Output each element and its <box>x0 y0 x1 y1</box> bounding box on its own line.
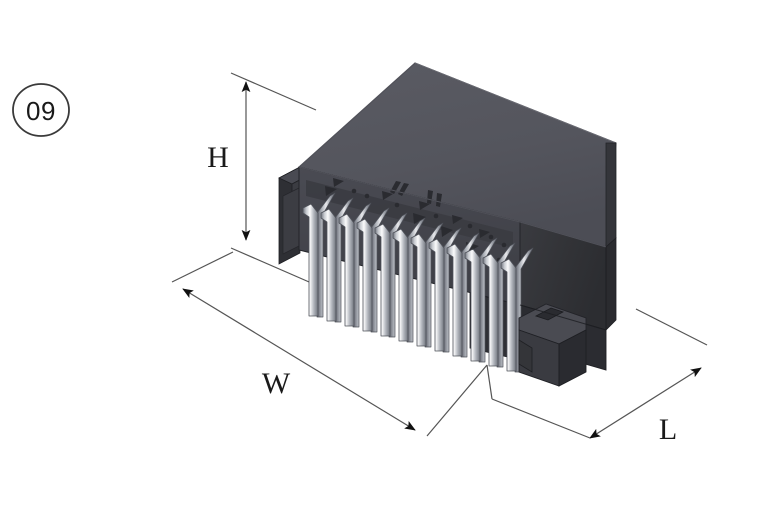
width-extension-end <box>426 364 488 437</box>
index-triangle <box>479 229 490 238</box>
housing-right-back-face <box>605 237 617 331</box>
boss-lower-tab <box>518 339 533 373</box>
dimension-length <box>486 308 708 439</box>
dimension-width <box>171 251 488 437</box>
pin <box>428 238 445 352</box>
pin <box>482 253 499 367</box>
index-dot <box>467 223 473 229</box>
index-dot <box>433 213 439 219</box>
length-measure-line <box>589 367 702 439</box>
boss-right-face <box>558 329 587 387</box>
housing-edge-highlights <box>298 62 607 248</box>
pin <box>410 233 427 347</box>
length-extension-lower <box>491 398 591 439</box>
housing-edge-shadows <box>519 247 607 331</box>
pin <box>500 258 517 372</box>
housing-right-thin-edge <box>605 142 617 248</box>
dimension-height <box>230 72 317 286</box>
pin-row-front <box>302 203 517 372</box>
index-bar <box>436 193 442 207</box>
length-extension-end <box>635 308 708 346</box>
pin-row-back <box>316 192 534 373</box>
index-dot <box>501 242 507 248</box>
width-extension-start <box>171 251 234 283</box>
pin <box>464 248 481 362</box>
length-extension-start <box>486 364 493 400</box>
index-badge: 09 <box>12 83 70 137</box>
pin <box>392 228 409 342</box>
pin <box>338 213 355 327</box>
edge-bottom <box>519 304 607 331</box>
index-triangle <box>452 215 463 224</box>
index-badge-label: 09 <box>26 96 56 126</box>
index-dot <box>394 202 400 208</box>
edge-front-right <box>519 221 607 248</box>
pin <box>320 208 337 322</box>
index-dot <box>364 193 370 199</box>
pin <box>302 203 319 317</box>
dimension-label-height: H <box>207 141 229 174</box>
flange-rib <box>282 187 300 255</box>
index-triangle <box>441 226 453 237</box>
index-triangle <box>333 178 344 187</box>
dimension-label-width: W <box>262 367 291 400</box>
pin <box>446 243 463 357</box>
index-triangle <box>419 201 430 210</box>
index-dot <box>488 234 494 240</box>
pin <box>374 223 391 337</box>
index-triangle <box>413 213 426 224</box>
housing-front-recess <box>306 180 513 248</box>
index-dot <box>351 188 357 194</box>
board-lock-boss <box>518 303 587 387</box>
index-badge-circle <box>12 83 70 137</box>
dimension-label-length: L <box>659 413 677 446</box>
pin <box>356 218 373 332</box>
height-extension-top <box>230 72 317 111</box>
housing-top-back-edge <box>414 62 617 144</box>
edge-front-top <box>298 166 521 223</box>
width-measure-line <box>182 288 416 431</box>
height-extension-bottom <box>230 247 317 286</box>
connector-assembly <box>278 62 617 387</box>
index-triangle <box>325 186 337 196</box>
edge-top-left <box>298 62 416 168</box>
index-triangle <box>382 191 393 200</box>
index-bar <box>427 190 433 204</box>
